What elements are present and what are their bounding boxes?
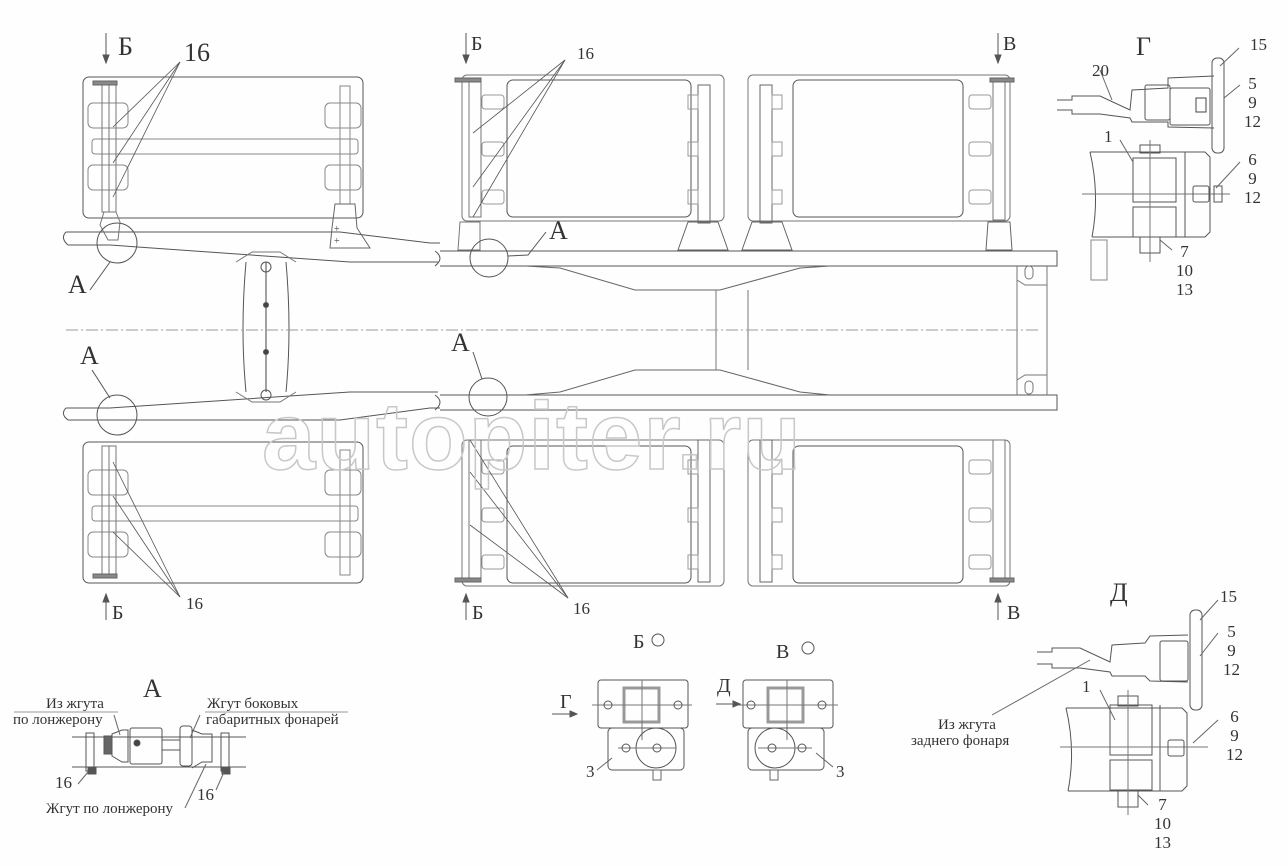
detail-g-part-15: 15 [1250, 35, 1267, 54]
detail-a-label-left-2: по лонжерону [13, 712, 103, 728]
detail-g-title: Г [1136, 32, 1152, 61]
left-frame-rails [62, 231, 440, 421]
svg-text:+: + [334, 236, 340, 247]
detail-d-drawing [991, 599, 1219, 815]
left-top-box: + + [82, 76, 371, 249]
view-label-b-top-left: Б [118, 32, 133, 61]
callout-a: А [451, 328, 470, 357]
view-label-b-bottom-left: Б [112, 602, 124, 624]
detail-g-parts-7-10-13: 7 10 13 [1176, 242, 1193, 299]
part-label-16: 16 [573, 599, 590, 618]
view-v-drawing [716, 641, 838, 781]
detail-g-part-1: 1 [1104, 127, 1113, 146]
view-label-v-top: В [1003, 33, 1017, 55]
detail-d-harness-label-1: Из жгута [938, 717, 996, 733]
detail-d-title: Д [1110, 578, 1128, 607]
view-v-title: В [776, 641, 790, 663]
view-b-part-3: 3 [586, 762, 595, 781]
detail-d-parts-6-9-12: 6 9 12 [1226, 707, 1243, 764]
view-label-b-top-center: Б [471, 33, 483, 55]
callout-a: А [68, 270, 87, 299]
detail-a-drawing [14, 711, 348, 809]
detail-d-harness-label-2: заднего фонаря [911, 733, 1010, 749]
detail-a-label-bottom: Жгут по лонжерону [46, 801, 174, 817]
detail-d-parts-7-10-13: 7 10 13 [1154, 795, 1171, 852]
center-bottom-boxes [454, 439, 1015, 587]
detail-g-drawing [1057, 47, 1241, 281]
watermark: autopiter.ru [261, 382, 803, 491]
view-b-title: Б [633, 631, 645, 653]
view-v-arrow-label-d: Д [717, 675, 731, 697]
left-bottom-box [82, 441, 364, 584]
view-b-drawing [552, 633, 692, 781]
callout-a: А [80, 341, 99, 370]
view-label-b-bottom-center: Б [472, 602, 484, 624]
part-label-16: 16 [184, 38, 210, 67]
detail-d-part-15: 15 [1220, 587, 1237, 606]
view-b-arrow-label-g: Г [560, 691, 572, 713]
view-label-v-bottom: В [1007, 602, 1021, 624]
detail-a-label-left-1: Из жгута [46, 696, 104, 712]
svg-text:+: + [334, 224, 340, 235]
part-label-16: 16 [577, 44, 594, 63]
view-arrows [102, 33, 1002, 620]
detail-a-part-16-right: 16 [197, 785, 214, 804]
part-label-16: 16 [186, 594, 203, 613]
detail-g-parts-5-9-12: 5 9 12 [1244, 74, 1261, 131]
center-top-boxes [454, 74, 1015, 251]
callout-circles [89, 222, 547, 436]
detail-a-part-16-left: 16 [55, 773, 72, 792]
view-v-part-3: 3 [836, 762, 845, 781]
leaders-16 [112, 59, 569, 599]
detail-a-label-right-1: Жгут боковых [207, 696, 299, 712]
detail-d-part-1: 1 [1082, 677, 1091, 696]
detail-a-label-right-2: габаритных фонарей [206, 712, 339, 728]
detail-a-title: А [143, 674, 162, 703]
detail-d-parts-5-9-12: 5 9 12 [1223, 622, 1240, 679]
callout-a: А [549, 216, 568, 245]
detail-g-parts-6-9-12: 6 9 12 [1244, 150, 1261, 207]
detail-g-part-20: 20 [1092, 61, 1109, 80]
